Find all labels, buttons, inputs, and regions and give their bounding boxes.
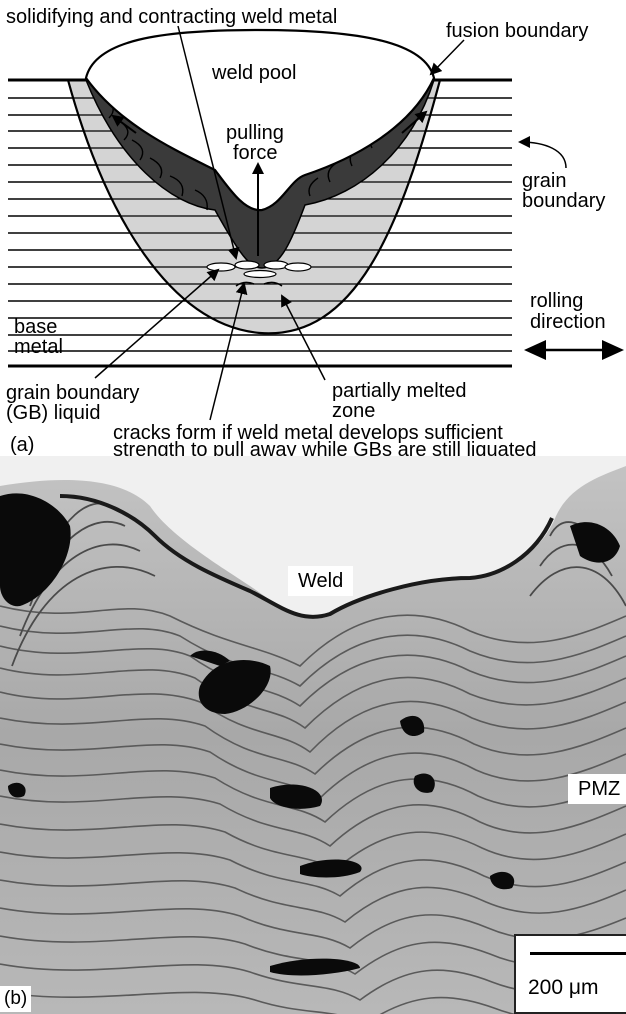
scale-bar-box: 200 μm	[514, 934, 626, 1014]
micrograph-panel-b: Weld PMZ (b) 200 μm	[0, 456, 626, 1014]
label-solidifying-weld-metal: solidifying and contracting weld metal	[6, 8, 337, 27]
label-weld: Weld	[288, 566, 353, 596]
label-pmz: PMZ	[568, 774, 626, 804]
schematic-panel-a: solidifying and contracting weld metal f…	[0, 0, 626, 456]
label-grain: grain	[522, 172, 566, 191]
label-rolling: rolling	[530, 292, 583, 311]
label-force: force	[233, 144, 277, 163]
scale-bar	[530, 952, 626, 955]
label-partially-melted: partially melted	[332, 382, 467, 401]
panel-a-letter: (a)	[10, 436, 34, 455]
label-gb-liquid: (GB) liquid	[6, 404, 100, 423]
label-grain-boundary-liquid: grain boundary	[6, 384, 139, 403]
label-direction: direction	[530, 313, 606, 332]
label-metal: metal	[14, 338, 63, 357]
label-weld-pool: weld pool	[212, 64, 297, 83]
label-fusion-boundary: fusion boundary	[446, 22, 588, 41]
label-pulling: pulling	[226, 124, 284, 143]
panel-b-letter: (b)	[0, 986, 31, 1012]
label-zone: zone	[332, 402, 375, 421]
scale-bar-label: 200 μm	[528, 976, 598, 1000]
label-boundary: boundary	[522, 192, 605, 211]
micrograph-image	[0, 456, 626, 1014]
label-base: base	[14, 318, 57, 337]
rolling-direction-arrow	[524, 340, 624, 360]
